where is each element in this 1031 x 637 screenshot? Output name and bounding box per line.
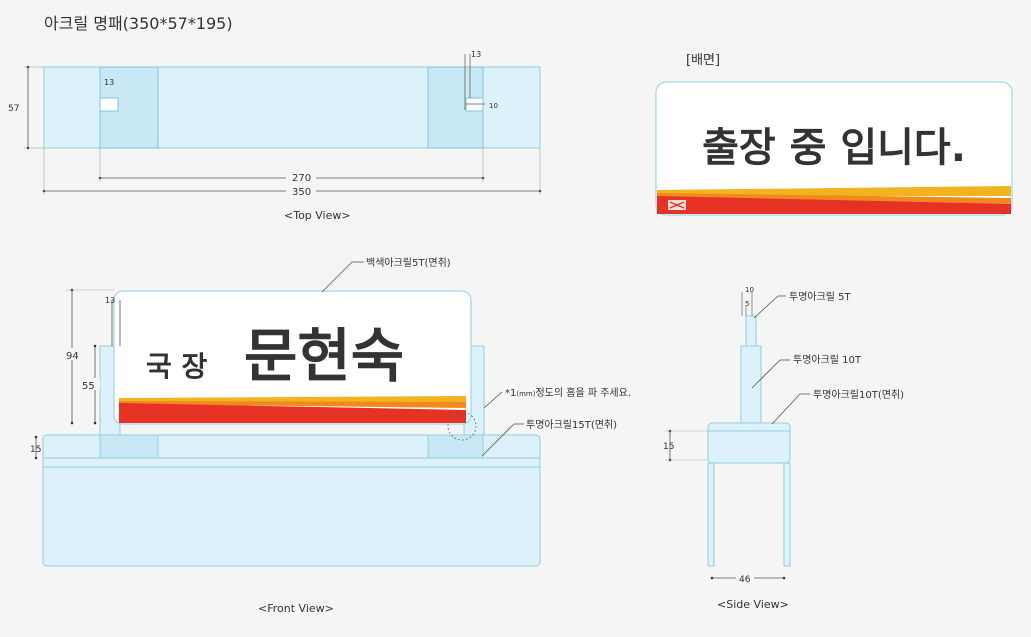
note-10t: 투명아크릴 10T	[793, 353, 862, 366]
front-dim-15: 15	[30, 445, 41, 455]
note-10t-chamfer: 투명아크릴10T(면취)	[813, 388, 904, 401]
top-view-caption: <Top View>	[284, 209, 351, 222]
dim-13-right: 13	[471, 50, 481, 59]
dim-270: 270	[292, 173, 311, 184]
side-dim-10: 10	[745, 286, 754, 294]
front-name: 문현숙	[244, 322, 404, 390]
side-dim-5: 5	[745, 300, 749, 308]
dim-55: 55	[82, 381, 95, 392]
top-view-right-slot	[465, 97, 484, 112]
side-right-leg	[783, 462, 791, 567]
back-side-message: 출장 중 입니다.	[702, 125, 966, 171]
note-white-acrylic: 백색아크릴5T(면취)	[366, 256, 451, 269]
side-view: 10 5 15 46 투명아크릴 5T 투명아크릴 10T 투명아크릴10T(면…	[663, 286, 904, 611]
back-side-label: [배면]	[686, 53, 720, 68]
top-view: 57 13 13 10 270 350 <Top View>	[8, 50, 542, 222]
side-dim-46: 46	[739, 575, 751, 585]
front-view: 국 장 문현숙 94 55 13 15 백색아크릴5T(면취) *1(mm)정도…	[30, 256, 631, 615]
logo-icon	[668, 200, 686, 210]
back-side-panel: [배면] 출장 중 입니다.	[655, 53, 1013, 216]
side-plate	[745, 315, 757, 347]
dim-94: 94	[66, 351, 79, 362]
note-5t: 투명아크릴 5T	[789, 290, 852, 303]
side-left-leg	[707, 462, 715, 567]
dim-10: 10	[489, 102, 498, 110]
note-hole: *1(mm)정도의 홈을 파 주세요.	[505, 386, 631, 399]
front-base	[42, 434, 541, 567]
side-support	[740, 345, 762, 424]
front-dim-13: 13	[105, 296, 115, 305]
dim-350: 350	[292, 187, 311, 198]
top-view-left-slot	[99, 97, 119, 112]
front-view-caption: <Front View>	[258, 602, 334, 615]
front-name-role: 국 장	[146, 350, 208, 383]
side-view-caption: <Side View>	[717, 598, 789, 611]
page-title: 아크릴 명패(350*57*195)	[44, 14, 233, 33]
note-base: 투명아크릴15T(면취)	[526, 418, 617, 431]
dim-57: 57	[8, 104, 19, 114]
side-dim-15: 15	[663, 442, 674, 452]
dim-13-left: 13	[104, 78, 114, 87]
side-base-top	[707, 422, 791, 464]
